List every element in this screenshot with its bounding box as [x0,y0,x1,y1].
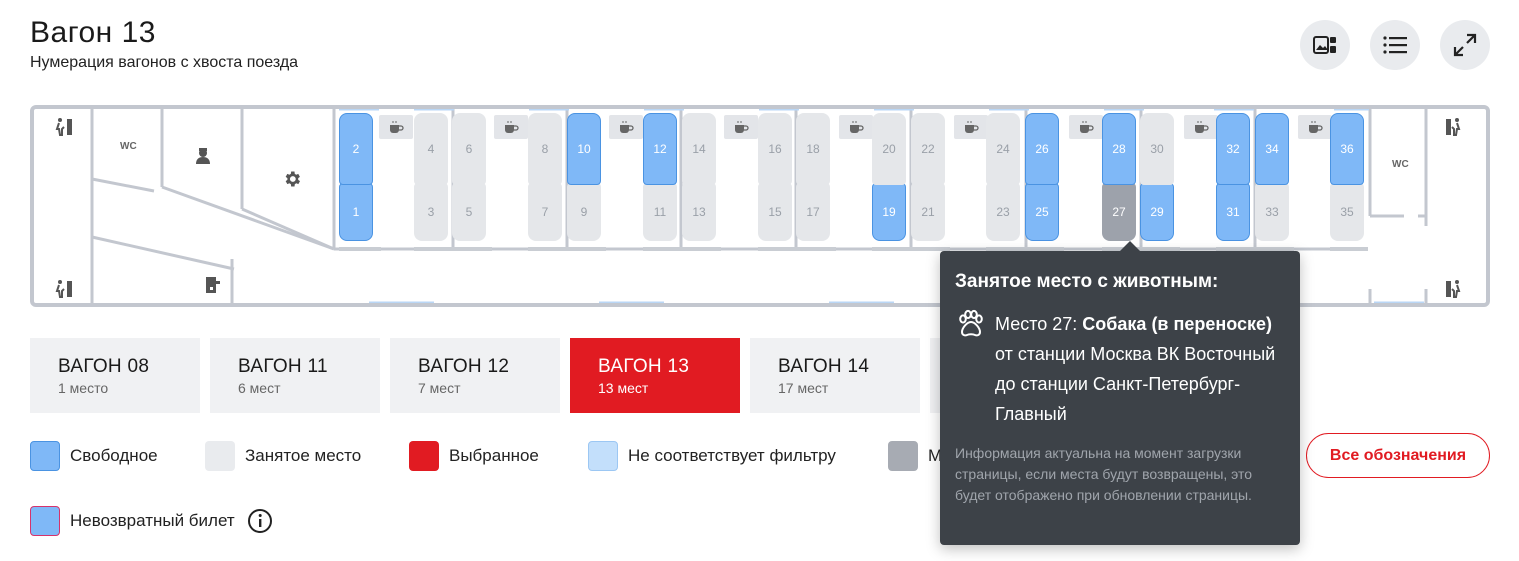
tea-table-icon [954,115,988,139]
gallery-button[interactable] [1300,20,1350,70]
car-tab-12[interactable]: ВАГОН 12 7 мест [390,338,560,413]
seat-7[interactable]: 7 [528,183,562,241]
tea-table-icon [379,115,413,139]
seat-6[interactable]: 6 [452,113,486,185]
legend-no-filter: Не соответствует фильтру [588,441,836,471]
car-tab-seats: 6 мест [238,380,281,396]
seat-9[interactable]: 9 [567,183,601,241]
legend-animal: М [888,441,942,471]
seat-12[interactable]: 12 [643,113,677,185]
legend-swatch [205,441,235,471]
car-tab-seats: 7 мест [418,380,461,396]
seat-16[interactable]: 16 [758,113,792,185]
seat-34[interactable]: 34 [1255,113,1289,185]
info-icon[interactable] [247,508,273,534]
legend-free: Свободное [30,441,158,471]
tea-table-icon [609,115,643,139]
seat-10[interactable]: 10 [567,113,601,185]
car-tab-11[interactable]: ВАГОН 11 6 мест [210,338,380,413]
tooltip-text: Место 27: Собака (в переноске) от станци… [995,314,1276,424]
tea-table-icon [494,115,528,139]
legend-swatch [588,441,618,471]
seat-36[interactable]: 36 [1330,113,1364,185]
tea-table-icon [839,115,873,139]
legend-selected: Выбранное [409,441,539,471]
seat-2[interactable]: 2 [339,113,373,185]
seat-13[interactable]: 13 [682,183,716,241]
seat-26[interactable]: 26 [1025,113,1059,185]
all-legend-button[interactable]: Все обозначения [1306,433,1490,478]
seat-20[interactable]: 20 [872,113,906,185]
water-boiler-icon [206,277,220,293]
tea-table-icon [1298,115,1332,139]
seat-29[interactable]: 29 [1140,183,1174,241]
seat-22[interactable]: 22 [911,113,945,185]
page-subtitle: Нумерация вагонов с хвоста поезда [30,54,299,71]
expand-button[interactable] [1440,20,1490,70]
seat-18[interactable]: 18 [796,113,830,185]
exit-icon [55,118,72,136]
gear-icon [285,171,300,187]
seat-31[interactable]: 31 [1216,183,1250,241]
car-tab-name: ВАГОН 13 [598,356,690,377]
tea-table-icon [1184,115,1218,139]
legend-swatch [409,441,439,471]
seat-27[interactable]: 27 [1102,183,1136,241]
seat-32[interactable]: 32 [1216,113,1250,185]
seat-19[interactable]: 19 [872,183,906,241]
car-tab-name: ВАГОН 08 [58,356,150,377]
seat-21[interactable]: 21 [911,183,945,241]
legend-swatch [30,441,60,471]
seat-28[interactable]: 28 [1102,113,1136,185]
legend-non-refundable: Невозвратный билет [30,506,273,536]
tooltip-note: Информация актуальна на момент загрузки … [955,445,1253,503]
wc-label: WC [120,141,137,152]
car-tab-name: ВАГОН 14 [778,356,870,377]
exit-icon [1446,118,1461,136]
car-tab-seats: 17 мест [778,380,829,396]
paw-icon [959,309,983,337]
seat-25[interactable]: 25 [1025,183,1059,241]
wc-label: WC [1392,159,1409,170]
car-tab-name: ВАГОН 11 [238,356,328,377]
seat-33[interactable]: 33 [1255,183,1289,241]
gallery-icon [1313,36,1336,54]
seat-30[interactable]: 30 [1140,113,1174,185]
seat-23[interactable]: 23 [986,183,1020,241]
seat-14[interactable]: 14 [682,113,716,185]
legend-swatch [888,441,918,471]
seat-3[interactable]: 3 [414,183,448,241]
legend-swatch [30,506,60,536]
exit-icon [1446,280,1461,298]
seat-24[interactable]: 24 [986,113,1020,185]
seat-8[interactable]: 8 [528,113,562,185]
car-tab-seats: 13 мест [598,380,649,396]
car-tab-14[interactable]: ВАГОН 14 17 мест [750,338,920,413]
legend-taken: Занятое место [205,441,361,471]
list-button[interactable] [1370,20,1420,70]
car-tab-08[interactable]: ВАГОН 08 1 место [30,338,200,413]
seat-5[interactable]: 5 [452,183,486,241]
seat-35[interactable]: 35 [1330,183,1364,241]
tooltip-title: Занятое место с животным: [955,271,1219,292]
tea-table-icon [1069,115,1103,139]
seat-15[interactable]: 15 [758,183,792,241]
car-tab-seats: 1 место [58,380,109,396]
list-icon [1383,36,1407,54]
car-tab-name: ВАГОН 12 [418,356,510,377]
conductor-icon [196,148,210,164]
tea-table-icon [724,115,758,139]
seat-tooltip: Занятое место с животным: Место 27: Соба… [940,241,1300,545]
page-title: Вагон 13 [30,16,156,49]
exit-icon [55,280,72,298]
car-tab-13[interactable]: ВАГОН 13 13 мест [570,338,740,413]
seat-17[interactable]: 17 [796,183,830,241]
seat-11[interactable]: 11 [643,183,677,241]
seat-4[interactable]: 4 [414,113,448,185]
seat-1[interactable]: 1 [339,183,373,241]
expand-icon [1453,33,1477,57]
